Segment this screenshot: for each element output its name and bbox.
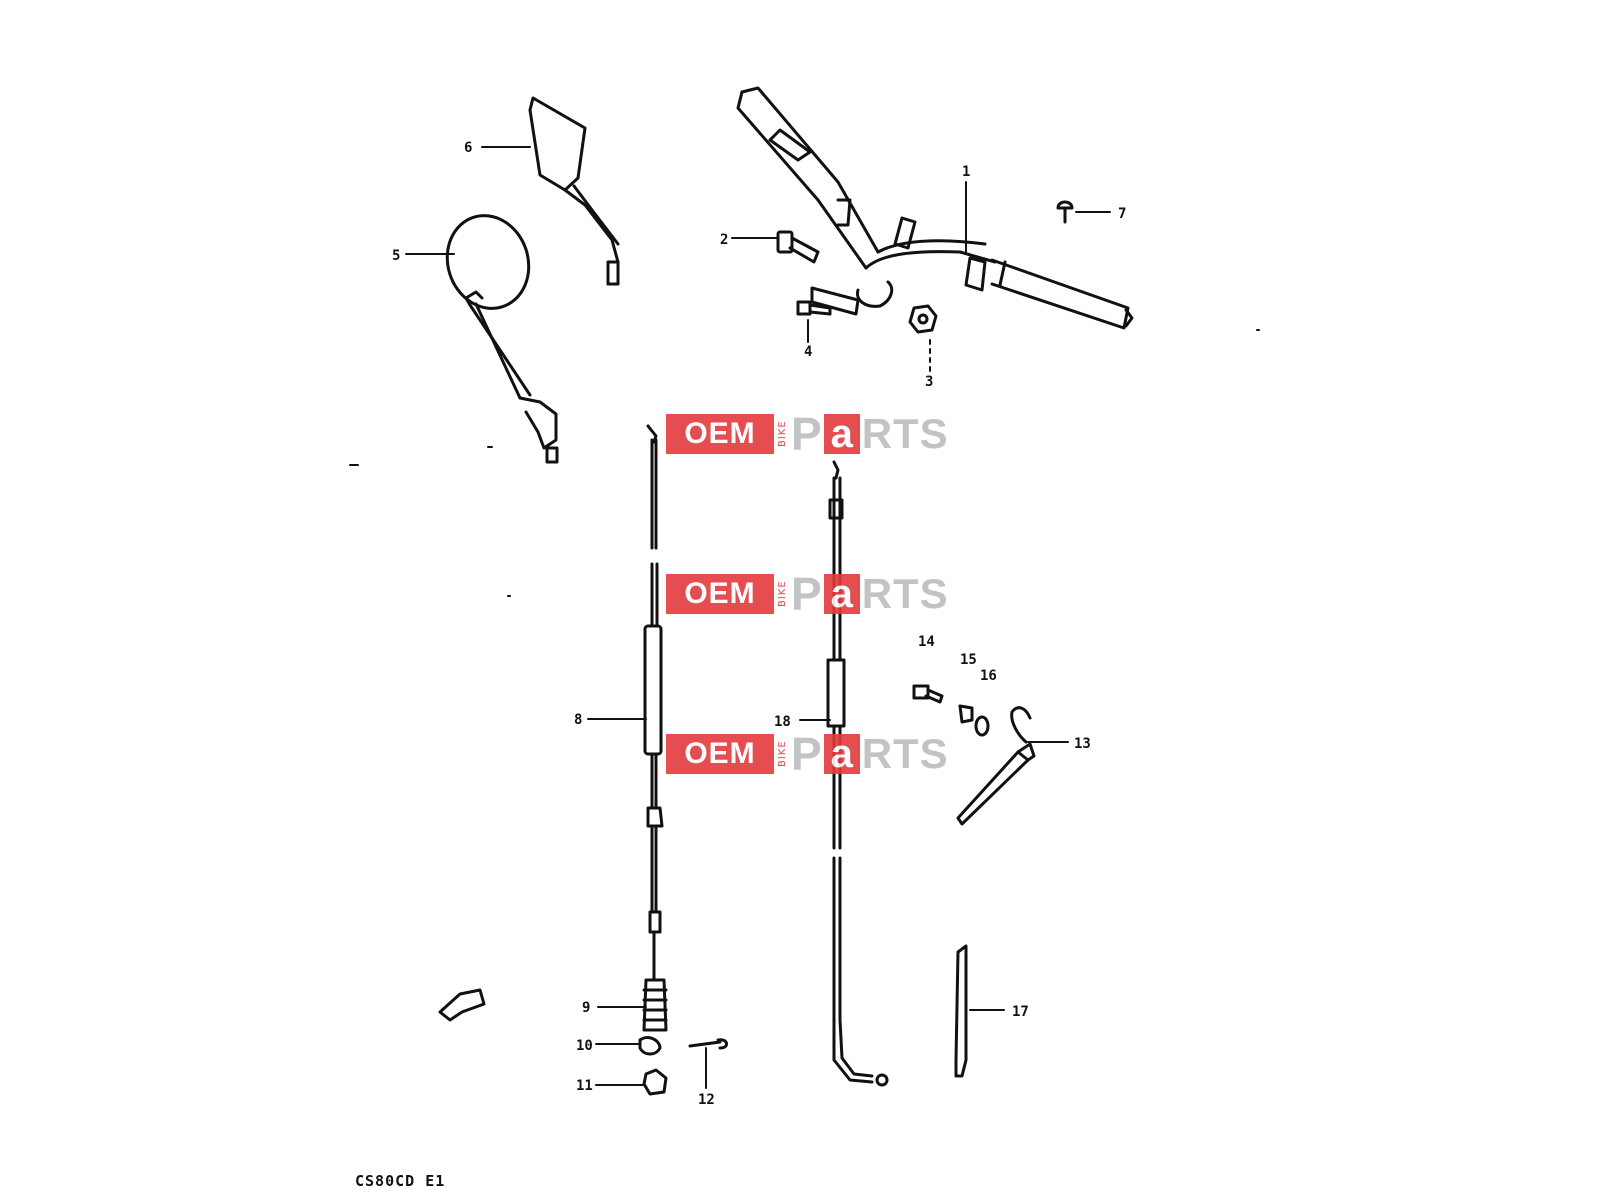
watermark-a: a (823, 732, 860, 776)
clamp-bolt (776, 230, 820, 264)
watermark-bike: BIKE (777, 580, 788, 608)
scan-specks (349, 329, 1260, 597)
callout-4: 4 (804, 344, 812, 360)
callout-6: 6 (464, 140, 472, 156)
callout-10: 10 (576, 1038, 593, 1054)
watermark-p: P (791, 408, 822, 460)
watermark-logo-3: OEM BIKE P a RTS (666, 728, 949, 780)
callout-1: 1 (962, 164, 970, 180)
callout-5: 5 (392, 248, 400, 264)
round-mirror (445, 214, 559, 464)
watermark-rts: RTS (861, 410, 949, 457)
watermark-oem: OEM (666, 414, 774, 454)
rectangular-mirror (528, 96, 620, 286)
callout-15: 15 (960, 652, 977, 668)
direction-arrow-icon (438, 988, 486, 1022)
washer-16 (974, 715, 990, 737)
small-bolt (796, 300, 832, 316)
watermark-rts: RTS (861, 730, 949, 777)
callout-18: 18 (774, 714, 791, 730)
rubber-boot (642, 978, 668, 1032)
nut (908, 304, 938, 334)
watermark-logo-1: OEM BIKE P a RTS (666, 408, 949, 460)
leader-lines (405, 146, 1111, 1089)
throttle-cable (643, 424, 664, 982)
lever-cover-17 (954, 944, 968, 1078)
callout-3: 3 (925, 374, 933, 390)
pivot-bolt-14 (912, 684, 944, 704)
watermark-a: a (823, 412, 860, 456)
callout-9: 9 (582, 1000, 590, 1016)
watermark-bike: BIKE (777, 740, 788, 768)
watermark-a: a (823, 572, 860, 616)
watermark-rts: RTS (861, 570, 949, 617)
callout-11: 11 (576, 1078, 593, 1094)
nut-15 (958, 704, 974, 724)
cap-screw (1056, 200, 1074, 224)
callout-17: 17 (1012, 1004, 1029, 1020)
watermark-logo-2: OEM BIKE P a RTS (666, 568, 949, 620)
cable-end-10 (638, 1036, 662, 1056)
watermark-bike: BIKE (777, 420, 788, 448)
callout-13: 13 (1074, 736, 1091, 752)
watermark-oem: OEM (666, 734, 774, 774)
diagram-caption: CS80CD E1 (355, 1172, 446, 1190)
cotter-pin-12 (688, 1038, 728, 1050)
cable-nut-11 (642, 1068, 668, 1096)
callout-16: 16 (980, 668, 997, 684)
watermark-oem: OEM (666, 574, 774, 614)
handlebar (736, 86, 1134, 330)
brake-lever (956, 706, 1036, 826)
callout-12: 12 (698, 1092, 715, 1108)
callout-7: 7 (1118, 206, 1126, 222)
watermark-p: P (791, 728, 822, 780)
callout-8: 8 (574, 712, 582, 728)
callout-2: 2 (720, 232, 728, 248)
watermark-p: P (791, 568, 822, 620)
callout-14: 14 (918, 634, 935, 650)
